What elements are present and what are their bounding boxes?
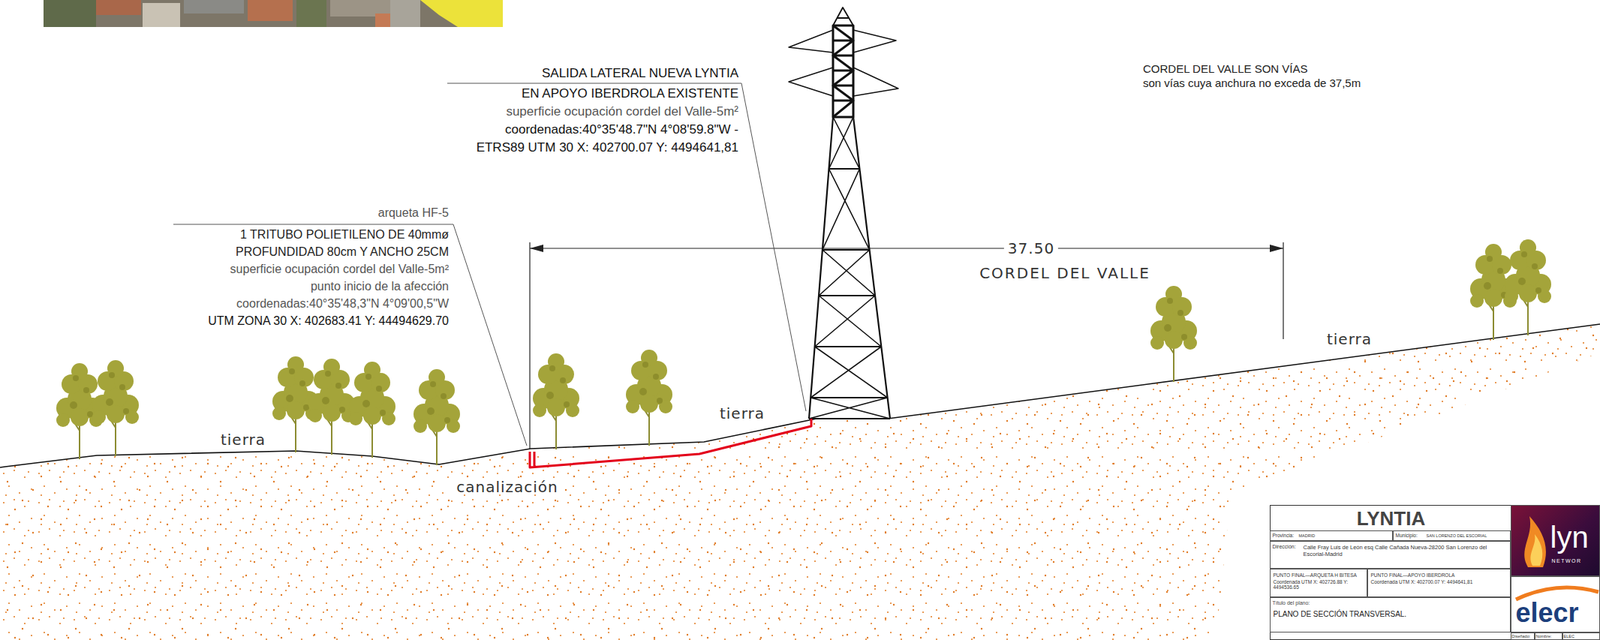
- aerial-photo: [183, 0, 244, 14]
- coordinates-text: UTM ZONA 30 X: 402683.41 Y: 44494629.70: [207, 313, 449, 329]
- aerial-photo: [142, 3, 181, 28]
- title-cell: ELEC: [1562, 632, 1600, 640]
- title-cell: Dirección: Calle Fray Luis de León esq Ca…: [1269, 541, 1511, 569]
- aerial-photo: [96, 0, 142, 16]
- leader-line: [173, 83, 807, 446]
- cell-text: Coordenada UTM X: 402700.07 Y: 4494641,8…: [1371, 579, 1509, 586]
- tree: [532, 353, 580, 450]
- dimension-line: [529, 242, 1284, 449]
- title-cell: PUNTO FINAL—ARQUETA H BITESACoordenada U…: [1269, 568, 1368, 598]
- tree: [348, 361, 396, 458]
- callout-text: PROFUNDIDAD 80cm Y ANCHO 25CM: [235, 244, 449, 260]
- cell-text: ELEC: [1563, 634, 1575, 640]
- soil: [0, 324, 1600, 640]
- leader-line: [447, 83, 807, 412]
- soil-label: tierra: [220, 432, 266, 448]
- conduit-trench: [529, 418, 812, 468]
- pylon: [833, 25, 854, 118]
- aerial-photo: [420, 0, 503, 28]
- soil-label: tierra: [1326, 331, 1372, 347]
- cell-text: Provincia:: [1272, 532, 1295, 539]
- logo-graphic: [1511, 577, 1600, 632]
- pylon: [833, 7, 854, 26]
- aerial-photo: [43, 0, 503, 28]
- conduit-trench: [533, 451, 536, 467]
- aerial-photo: [43, 0, 503, 28]
- title-cell: Provincia: MADRID: [1269, 530, 1393, 542]
- tree: [625, 349, 673, 446]
- logo-box: lynNETWOR: [1510, 505, 1600, 577]
- trench-label: canalización: [452, 479, 563, 495]
- callout-title: EN APOYO IBERDROLA EXISTENTE: [521, 86, 739, 102]
- cell-text: Calle Fray Luis de León esq Calle Cañada…: [1303, 544, 1508, 558]
- cell-text: Título del plano:: [1272, 600, 1311, 607]
- logo-text: lyn: [1550, 519, 1589, 556]
- soil: [0, 324, 1600, 640]
- aerial-photo: [43, 0, 97, 28]
- coordinates-text: coordenadas:40°35'48,3"N 4°09'00,5"W: [236, 296, 449, 312]
- note-text: CORDEL DEL VALLE SON VÍAS: [1142, 61, 1309, 77]
- callout-text: superficie ocupación cordel del Valle-5m…: [230, 261, 449, 277]
- zone-name: CORDEL DEL VALLE: [979, 265, 1151, 281]
- coordinates-text: coordenadas:40°35'48.7"N 4°08'59.8"W -: [505, 122, 739, 138]
- callout-title: arqueta HF-5: [378, 205, 449, 221]
- soil: [0, 324, 1600, 468]
- logo-graphic: [1511, 505, 1600, 576]
- title-block: LYNTIAProvincia: MADRID Municipio: SAN LORE…: [1269, 505, 1600, 640]
- cell-text: SAN LORENZO DEL ESCORIAL: [1426, 533, 1488, 539]
- cell-text: MADRID: [1299, 533, 1316, 539]
- pylon: [788, 30, 899, 97]
- title-cell: Título del plano: PLANO DE SECCIÓN TRANSV…: [1269, 597, 1511, 633]
- pylon: [809, 117, 891, 419]
- cell-text: PUNTO FINAL—APOYO IBERDROLA: [1371, 572, 1509, 579]
- tree: [308, 358, 355, 455]
- note-text: son vías cuya anchura no exceda de 37,5m: [1142, 75, 1361, 91]
- logo-text: NETWOR: [1551, 558, 1582, 565]
- logo-flame: [1524, 516, 1546, 568]
- cell-text: Diseñado:: [1512, 634, 1531, 640]
- cell-text: PLANO DE SECCIÓN TRANSVERSAL.: [1273, 610, 1408, 620]
- aerial-photo: [390, 0, 421, 28]
- tree: [1150, 285, 1197, 382]
- callout-text: superficie ocupación cordel del Valle-5m…: [505, 104, 739, 120]
- cell-text: Dirección:: [1272, 544, 1297, 551]
- tree: [56, 239, 1552, 466]
- title-cell: Diseñado:: [1510, 632, 1535, 640]
- cell-text: Nombre:: [1536, 634, 1552, 640]
- soil: [0, 324, 1600, 640]
- tree: [1504, 239, 1552, 336]
- soil-label: tierra: [719, 406, 765, 422]
- logo-flame: [1530, 534, 1543, 566]
- leader-line: [173, 224, 527, 446]
- title-cell: Municipio: SAN LORENZO DEL ESCORIAL: [1392, 530, 1511, 542]
- dimension-value: 37.50: [1004, 240, 1059, 256]
- pylon: [788, 7, 899, 419]
- aerial-photo: [296, 0, 327, 28]
- logo-box: elecr: [1510, 576, 1600, 633]
- title-cell: Nombre:: [1534, 632, 1563, 640]
- callout-text: 1 TRITUBO POLIETILENO DE 40mmø: [240, 227, 449, 243]
- conduit-trench: [529, 418, 812, 468]
- callout-title: SALIDA LATERAL NUEVA LYNTIA: [541, 66, 739, 82]
- cell-text: Municipio:: [1395, 532, 1418, 539]
- logo-swoosh: [1515, 586, 1599, 599]
- dimension-line: [529, 244, 544, 253]
- pylon: [833, 25, 854, 118]
- callout-text: punto inicio de la afección: [310, 279, 449, 295]
- title-cell: PUNTO FINAL—APOYO IBERDROLACoordenada UT…: [1367, 568, 1511, 598]
- logo-text: elecr: [1515, 596, 1579, 629]
- tree: [92, 360, 139, 457]
- aerial-photo: [247, 0, 293, 22]
- tree: [413, 369, 461, 466]
- cell-text: PUNTO FINAL—ARQUETA H BITESA: [1273, 572, 1366, 579]
- coordinates-text: ETRS89 UTM 30 X: 402700.07 Y: 4494641,81: [476, 140, 739, 156]
- dimension-line: [529, 242, 1284, 449]
- pylon: [809, 117, 891, 419]
- title-text: LYNTIA: [1270, 507, 1512, 531]
- cell-text: Coordenada UTM X: 402726.88 Y: 4494536.6…: [1273, 579, 1366, 592]
- dimension-line: [1269, 244, 1284, 253]
